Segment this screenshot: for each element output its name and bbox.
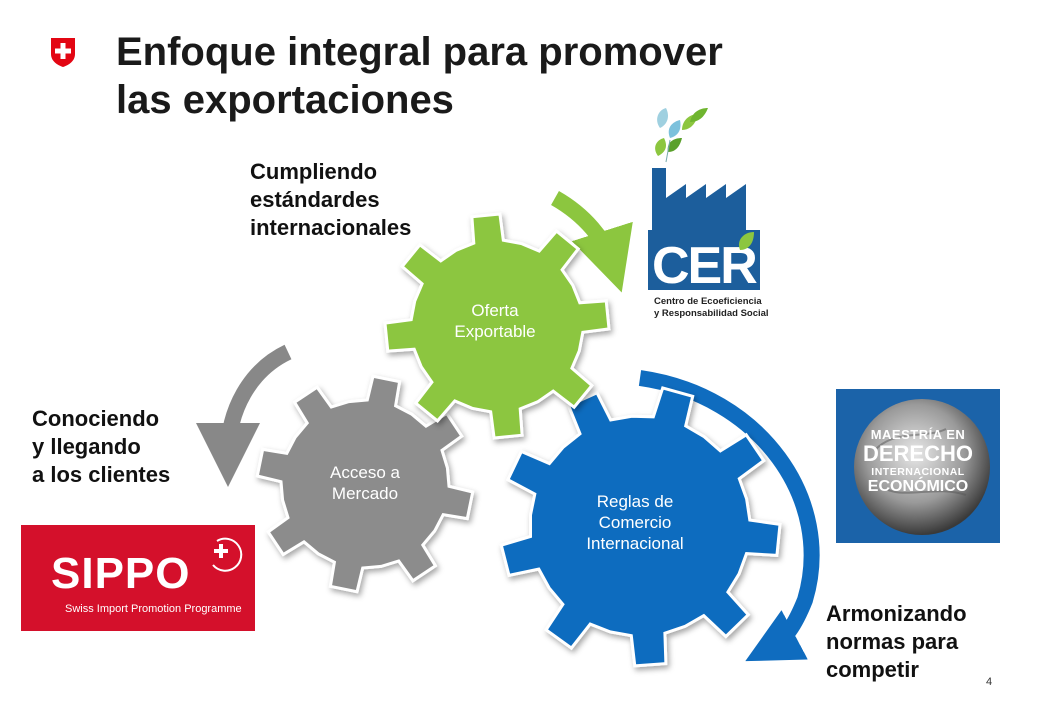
gear-acceso xyxy=(255,374,475,594)
swiss-cross-icon xyxy=(51,38,75,67)
sippo-wordmark: SIPPO xyxy=(51,549,191,598)
gear-label-reglas: Reglas de Comercio Internacional xyxy=(586,492,684,553)
gear-oferta xyxy=(383,212,611,440)
maestria-line3b: ECONÓMICO xyxy=(867,478,969,495)
maestria-line1: MAESTRÍA EN xyxy=(870,427,966,442)
maestria-logo: MAESTRÍA EN DERECHO INTERNACIONAL ECONÓM… xyxy=(836,389,1000,543)
note-conociendo: Conociendo y llegando a los clientes xyxy=(32,406,171,487)
gear-label-oferta: Oferta Exportable xyxy=(454,301,536,341)
green-cycle-arrow xyxy=(550,191,633,293)
gray-cycle-arrow xyxy=(196,344,292,487)
gear-reglas xyxy=(499,386,782,668)
page-title: Enfoque integral para promover las expor… xyxy=(116,30,723,122)
gear-label-acceso: Acceso a Mercado xyxy=(330,463,400,503)
blue-cycle-arrow xyxy=(638,370,820,662)
note-armonizando: Armonizando normas para competir xyxy=(826,601,967,682)
cer-subtitle: Centro de Ecoeficiencia y Responsabilida… xyxy=(654,296,769,319)
leaves-icon xyxy=(655,108,708,163)
plus-icon xyxy=(212,537,243,572)
sippo-subtitle: Swiss Import Promotion Programme xyxy=(65,603,242,615)
maestria-line3a: INTERNACIONAL xyxy=(871,466,965,478)
page-number: 4 xyxy=(986,676,993,688)
globe-icon xyxy=(854,399,990,535)
sippo-logo: SIPPO Swiss Import Promotion Programme xyxy=(21,525,255,631)
cer-logo: CER xyxy=(648,108,760,295)
maestria-line2: DERECHO xyxy=(862,441,973,466)
note-cumpliendo: Cumpliendo estándardes internacionales xyxy=(250,159,412,240)
